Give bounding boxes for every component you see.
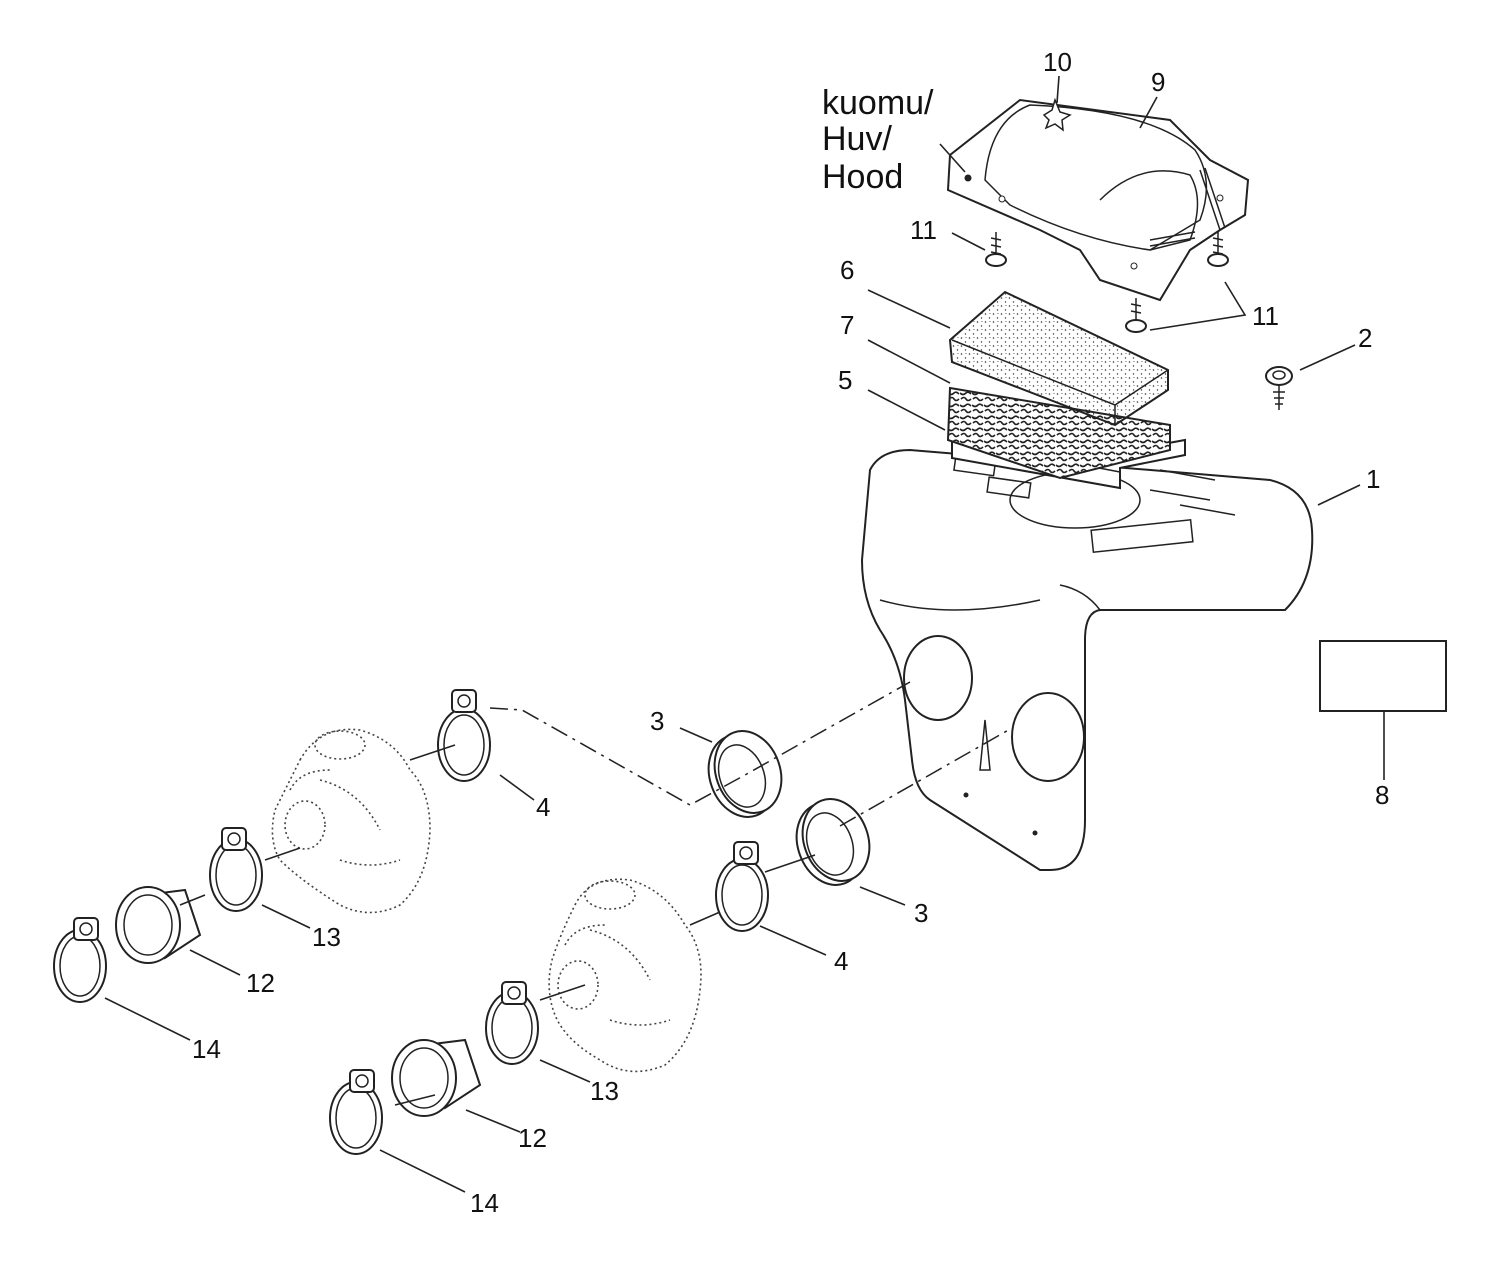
grommet-upper (707, 730, 783, 818)
hose-clamp-4-upper (437, 689, 491, 782)
hood-label-line-3: Hood (822, 158, 903, 196)
decal (1319, 640, 1447, 712)
screw-center (1125, 298, 1147, 333)
callout-3-lower: 3 (914, 898, 928, 928)
intake-hose-lower (391, 1038, 482, 1117)
callout-9: 9 (1151, 67, 1165, 97)
coarse-filter-element (946, 386, 1171, 480)
callout-8: 8 (1375, 780, 1389, 810)
screw-left (985, 232, 1007, 267)
hose-clamp-14-upper (53, 917, 107, 1003)
callout-1: 1 (1366, 464, 1380, 494)
foam-filter-element (948, 290, 1169, 427)
air-box-housing (860, 448, 1314, 871)
callout-3-upper: 3 (650, 706, 664, 736)
carburetor-upper-reference (271, 728, 431, 914)
callout-14-upper: 14 (192, 1034, 221, 1064)
callout-2: 2 (1358, 323, 1372, 353)
intake-hose-upper (115, 886, 202, 964)
hose-clamp-4-lower (715, 841, 769, 932)
carburetor-lower-reference (548, 878, 702, 1073)
callout-14-lower: 14 (470, 1188, 499, 1218)
leader-lines (104, 75, 1385, 1193)
callout-13-lower: 13 (590, 1076, 619, 1106)
callout-11-left: 11 (910, 215, 937, 245)
callout-5: 5 (838, 365, 852, 395)
push-rivet (1265, 366, 1293, 410)
callout-10: 10 (1043, 47, 1072, 77)
hose-clamp-13-lower (485, 981, 539, 1065)
hood-label-line-1: kuomu/ (822, 84, 934, 122)
hose-clamp-14-lower (329, 1069, 383, 1155)
hose-clamp-13-upper (209, 827, 263, 912)
air-box-cover (946, 97, 1250, 302)
hood-label-line-2: Huv/ (822, 120, 892, 158)
callout-4-upper: 4 (536, 792, 550, 822)
callout-11-right: 11 (1252, 301, 1279, 331)
callout-12-upper: 12 (246, 968, 275, 998)
callout-12-lower: 12 (518, 1123, 547, 1153)
callout-4-lower: 4 (834, 946, 848, 976)
callout-7: 7 (840, 310, 854, 340)
screw-right (1207, 232, 1229, 267)
callout-6: 6 (840, 255, 854, 285)
grommet-lower (795, 798, 871, 886)
callout-13-upper: 13 (312, 922, 341, 952)
assembly-centerlines (179, 681, 1013, 1106)
